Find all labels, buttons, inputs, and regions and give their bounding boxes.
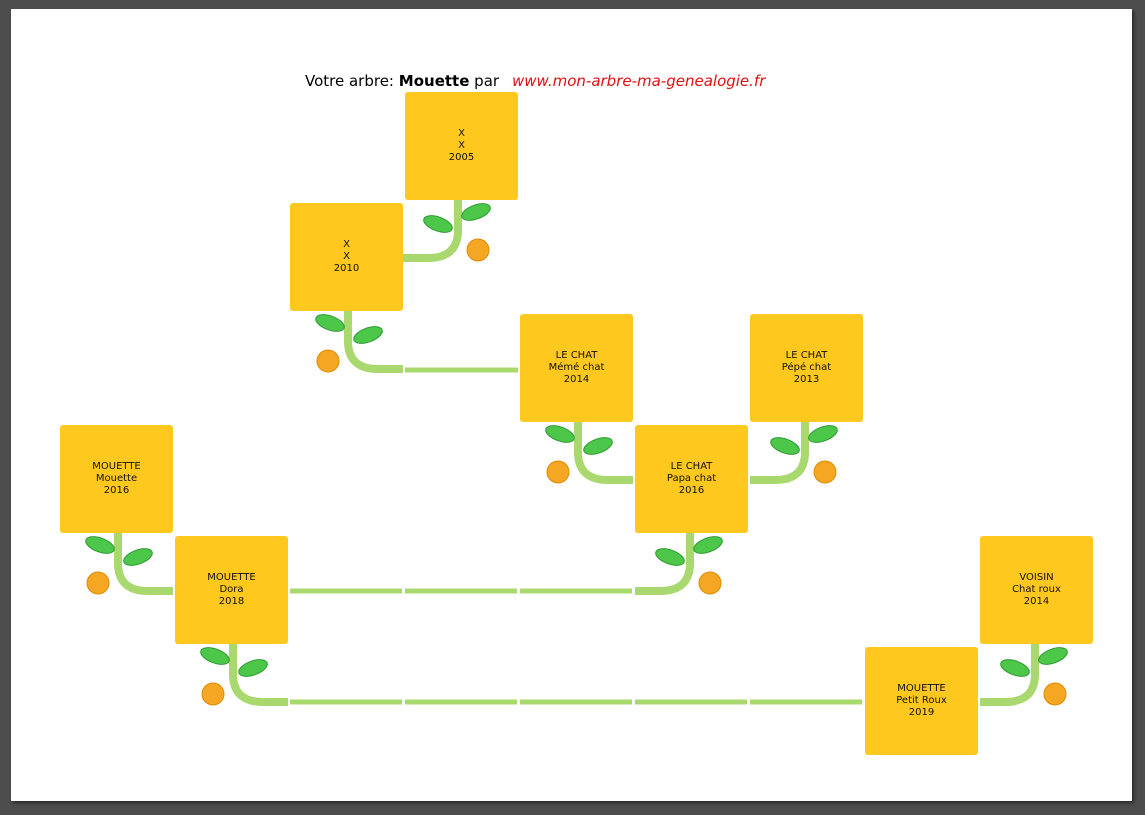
person-box-dora[interactable]: MOUETTE Dora 2018: [175, 536, 288, 644]
person-surname: LE CHAT: [670, 461, 713, 472]
sprout-icon: [635, 533, 723, 595]
person-year: 2016: [103, 485, 130, 496]
person-box-x-2005[interactable]: X X 2005: [405, 92, 518, 200]
sprout-icon: [980, 644, 1068, 706]
person-box-papa-chat[interactable]: LE CHAT Papa chat 2016: [635, 425, 748, 533]
person-surname: X: [458, 128, 465, 139]
person-year: 2019: [908, 707, 935, 718]
person-surname: X: [343, 239, 350, 250]
person-surname: MOUETTE: [92, 461, 141, 472]
person-year: 2010: [333, 263, 360, 274]
person-box-x-2010[interactable]: X X 2010: [290, 203, 403, 311]
header-prefix: Votre arbre:: [305, 72, 394, 90]
person-first-name: Petit Roux: [896, 695, 947, 706]
sprout-icon: [750, 422, 838, 484]
person-year: 2013: [793, 374, 820, 385]
person-surname: LE CHAT: [785, 350, 828, 361]
person-surname: MOUETTE: [207, 572, 256, 583]
person-year: 2005: [448, 152, 475, 163]
person-surname: MOUETTE: [897, 683, 946, 694]
website-link[interactable]: www.mon-arbre-ma-genealogie.fr: [512, 72, 766, 90]
sprout-icon: [200, 644, 288, 706]
person-box-meme-chat[interactable]: LE CHAT Mémé chat 2014: [520, 314, 633, 422]
tree-name: Mouette: [398, 72, 470, 90]
person-first-name: Pépé chat: [781, 362, 832, 373]
header-by: par: [474, 72, 500, 90]
person-first-name: X: [458, 140, 465, 151]
person-year: 2018: [218, 596, 245, 607]
person-first-name: X: [343, 251, 350, 262]
person-box-mouette[interactable]: MOUETTE Mouette 2016: [60, 425, 173, 533]
person-first-name: Mouette: [95, 473, 138, 484]
person-first-name: Chat roux: [1012, 584, 1061, 595]
sprout-icon: [403, 200, 491, 262]
person-year: 2014: [563, 374, 590, 385]
tree-header: Votre arbre: Mouette par: [305, 72, 499, 90]
sprout-icon: [85, 533, 173, 595]
person-first-name: Papa chat: [666, 473, 717, 484]
person-box-pepe-chat[interactable]: LE CHAT Pépé chat 2013: [750, 314, 863, 422]
person-box-chat-roux[interactable]: VOISIN Chat roux 2014: [980, 536, 1093, 644]
sprout-icon: [545, 422, 633, 484]
person-first-name: Mémé chat: [548, 362, 605, 373]
person-year: 2014: [1023, 596, 1050, 607]
person-box-petit-roux[interactable]: MOUETTE Petit Roux 2019: [865, 647, 978, 755]
person-first-name: Dora: [219, 584, 244, 595]
person-year: 2016: [678, 485, 705, 496]
person-surname: LE CHAT: [555, 350, 598, 361]
person-surname: VOISIN: [1019, 572, 1054, 583]
sprout-icon: [315, 311, 403, 373]
